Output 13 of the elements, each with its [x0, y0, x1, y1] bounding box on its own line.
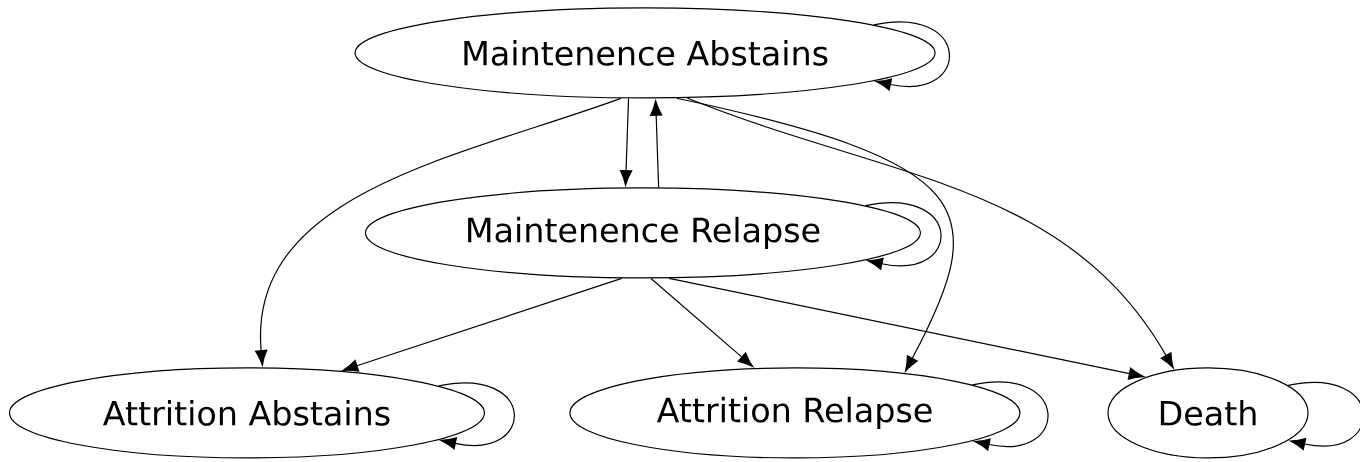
- arrow: [254, 97, 622, 366]
- loop-arrow: [971, 381, 1049, 451]
- loop-arrow: [438, 382, 515, 450]
- arrow: [676, 97, 954, 372]
- arrow: [668, 277, 1145, 380]
- loop-arrow: [864, 202, 942, 270]
- arrow: [619, 97, 633, 186]
- arrow: [649, 100, 663, 188]
- loop-arrow: [873, 21, 950, 91]
- arrow: [342, 277, 623, 372]
- loop-arrow: [1287, 381, 1360, 451]
- arrow: [686, 97, 1174, 369]
- arrow: [650, 277, 754, 368]
